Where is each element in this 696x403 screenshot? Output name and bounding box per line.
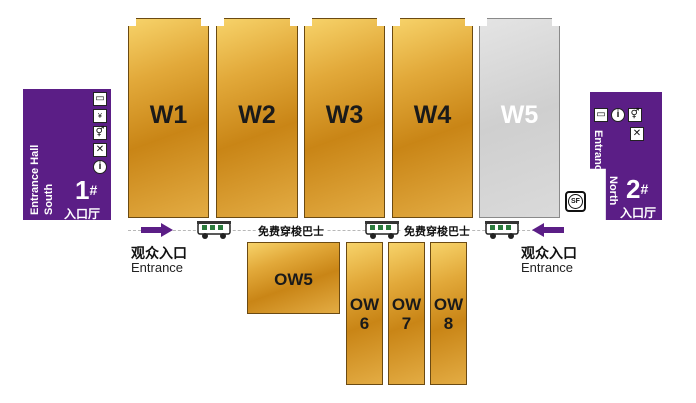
printer-icon: ▭ bbox=[594, 108, 608, 122]
printer-icon: ▭ bbox=[93, 92, 107, 106]
south-hall-en-line1: South bbox=[43, 183, 55, 215]
north-hall-en-text: Entrance Hall bbox=[592, 130, 604, 212]
entrance-right-cn: 观众入口 bbox=[521, 245, 577, 261]
info-icon: i bbox=[93, 160, 107, 174]
shuttle-label-right: 免费穿梭巴士 bbox=[402, 223, 472, 239]
hall-ow7-label-top: OW bbox=[391, 295, 422, 314]
north-hall-cn: 入口厅 bbox=[620, 206, 657, 220]
hall-w2-label: W2 bbox=[238, 101, 276, 129]
south-entrance-hall[interactable]: Entrance Hall South 1# 入口厅 ▭ ¥ ⚥ ✕ i bbox=[23, 89, 111, 221]
hall-ow7[interactable]: OW 7 bbox=[388, 242, 425, 385]
sf-express-logo: SF bbox=[568, 194, 583, 209]
hall-ow8[interactable]: OW 8 bbox=[430, 242, 467, 385]
north-entrance-hall[interactable]: Entrance Hall North 2# 入口厅 ▭ i ⚥ ✕ bbox=[590, 92, 662, 220]
south-hall-cn: 入口厅 bbox=[64, 207, 101, 221]
north-hall-en-line2: Entrance Hall bbox=[592, 130, 604, 201]
atm-icon: ¥ bbox=[93, 109, 107, 123]
shuttle-route-line bbox=[128, 230, 560, 231]
north-hall-en-text-2: North bbox=[607, 176, 619, 216]
hall-ow8-label-top: OW bbox=[433, 295, 464, 314]
shuttle-bus-icon[interactable] bbox=[196, 220, 232, 240]
restaurant-icon: ✕ bbox=[630, 127, 644, 141]
hall-w5[interactable]: W5 bbox=[479, 18, 560, 218]
north-hall-number: 2# bbox=[626, 176, 648, 202]
hall-w3-label: W3 bbox=[325, 101, 364, 129]
hall-w1-label: W1 bbox=[149, 101, 188, 129]
north-hall-en-line1: North bbox=[607, 176, 619, 206]
restroom-icon: ⚥ bbox=[628, 108, 642, 122]
north-hall-number-digit: 2 bbox=[626, 174, 641, 204]
entrance-left-cn: 观众入口 bbox=[131, 245, 187, 261]
south-hall-en-text: Entrance Hall South bbox=[29, 119, 55, 215]
entrance-right-en: Entrance bbox=[521, 260, 574, 275]
hall-ow6-label-num: 6 bbox=[359, 314, 370, 333]
hall-ow5[interactable]: OW5 bbox=[247, 242, 340, 314]
south-hall-number: 1# bbox=[75, 177, 97, 203]
shuttle-bus-icon[interactable] bbox=[364, 220, 400, 240]
shuttle-bus-icon[interactable] bbox=[484, 220, 520, 240]
hall-w4[interactable]: W4 bbox=[392, 18, 473, 218]
sf-express-badge: SF bbox=[565, 191, 586, 212]
hall-ow8-label-num: 8 bbox=[443, 314, 454, 333]
arrow-left-icon bbox=[532, 223, 564, 237]
south-hall-number-mark: # bbox=[89, 182, 98, 198]
entrance-left-en: Entrance bbox=[131, 260, 184, 275]
restaurant-icon: ✕ bbox=[93, 143, 107, 157]
hall-ow5-label: OW5 bbox=[274, 270, 313, 289]
south-hall-en-line2: Entrance Hall bbox=[29, 144, 41, 215]
south-hall-number-digit: 1 bbox=[75, 175, 90, 205]
hall-ow7-label-num: 7 bbox=[401, 314, 412, 333]
hall-w1[interactable]: W1 bbox=[128, 18, 209, 218]
hall-w4-label: W4 bbox=[413, 101, 452, 129]
arrow-right-icon bbox=[141, 223, 173, 237]
info-icon: i bbox=[611, 108, 625, 122]
hall-w3[interactable]: W3 bbox=[304, 18, 385, 218]
hall-ow6[interactable]: OW 6 bbox=[346, 242, 383, 385]
north-hall-number-mark: # bbox=[640, 181, 649, 197]
shuttle-label-left: 免费穿梭巴士 bbox=[256, 223, 326, 239]
restroom-icon: ⚥ bbox=[93, 126, 107, 140]
hall-w5-label: W5 bbox=[500, 101, 539, 129]
hall-w2[interactable]: W2 bbox=[216, 18, 298, 218]
hall-ow6-label-top: OW bbox=[349, 295, 380, 314]
